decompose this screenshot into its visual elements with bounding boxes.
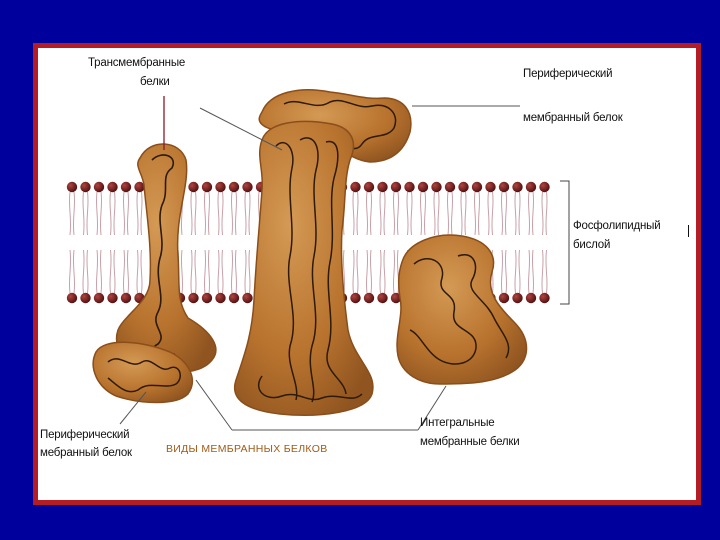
integral-protein — [397, 235, 527, 384]
lipid-tail-pair — [123, 192, 128, 293]
lipid-head — [215, 182, 225, 192]
lipid-tail-pair — [366, 192, 371, 293]
lipid-head — [80, 182, 90, 192]
label-peripheral-top-line1: Периферический — [523, 66, 612, 83]
lipid-tail-pair — [191, 192, 196, 293]
lipid-head — [350, 182, 360, 192]
lipid-head — [377, 293, 387, 303]
lipid-head — [499, 182, 509, 192]
lipid-tail-pair — [137, 192, 142, 293]
lipid-head — [458, 182, 468, 192]
label-peripheral-bottom-line1: Периферический — [40, 427, 129, 444]
lipid-head — [67, 293, 77, 303]
lipid-head — [526, 293, 536, 303]
lipid-head — [188, 182, 198, 192]
lipid-tail-pair — [515, 192, 520, 293]
lipid-head — [94, 182, 104, 192]
lipid-head — [364, 182, 374, 192]
lipid-head — [350, 293, 360, 303]
label-transmembrane-line2: белки — [140, 74, 170, 91]
lipid-tail-pair — [501, 192, 506, 293]
label-integral-line1: Интегральные — [420, 415, 494, 432]
text-cursor-mark — [688, 225, 689, 237]
lipid-head — [391, 182, 401, 192]
lipid-tail-pair — [353, 192, 358, 293]
lipid-head — [512, 293, 522, 303]
lipid-head — [485, 182, 495, 192]
lipid-head — [242, 182, 252, 192]
label-bilayer-line1: Фосфолипидный — [573, 218, 660, 235]
lipid-head — [188, 293, 198, 303]
label-bilayer-line2: бислой — [573, 237, 610, 254]
lipid-head — [229, 293, 239, 303]
large-transmembrane-protein — [235, 121, 373, 415]
leader-integral-left — [196, 380, 232, 430]
lipid-head — [229, 182, 239, 192]
lipid-head — [404, 182, 414, 192]
lipid-head — [539, 293, 549, 303]
lipid-head — [107, 293, 117, 303]
lipid-head — [202, 182, 212, 192]
lipid-head — [472, 182, 482, 192]
lipid-head — [202, 293, 212, 303]
lipid-tail-pair — [69, 192, 74, 293]
lipid-head — [499, 293, 509, 303]
lipid-tail-pair — [245, 192, 250, 293]
lipid-tail-pair — [110, 192, 115, 293]
lipid-head — [215, 293, 225, 303]
label-transmembrane-line1: Трансмембранные — [88, 55, 185, 72]
lipid-tail-pair — [231, 192, 236, 293]
lipid-head — [377, 182, 387, 192]
lipid-head — [80, 293, 90, 303]
lipid-head — [431, 182, 441, 192]
label-peripheral-top-line2: мембранный белок — [523, 110, 623, 127]
lipid-head — [526, 182, 536, 192]
lipid-tail-pair — [218, 192, 223, 293]
lipid-head — [242, 293, 252, 303]
lipid-head — [512, 182, 522, 192]
lipid-tail-pair — [393, 192, 398, 293]
lipid-tail-pair — [380, 192, 385, 293]
lipid-tail-pair — [83, 192, 88, 293]
lipid-tail-pair — [96, 192, 101, 293]
label-integral-line2: мембранные белки — [420, 434, 519, 451]
lipid-head — [107, 182, 117, 192]
lipid-tail-pair — [542, 192, 547, 293]
lipid-head — [445, 182, 455, 192]
lipid-head — [121, 293, 131, 303]
lipid-head — [539, 182, 549, 192]
lipid-head — [94, 293, 104, 303]
lipid-head — [121, 182, 131, 192]
lipid-head — [364, 293, 374, 303]
label-peripheral-bottom-line2: мебранный белок — [40, 445, 132, 462]
lipid-tail-pair — [528, 192, 533, 293]
lipid-head — [67, 182, 77, 192]
lipid-head — [418, 182, 428, 192]
lipid-tail-pair — [204, 192, 209, 293]
bilayer-bracket — [560, 181, 569, 304]
figure-title: ВИДЫ МЕМБРАННЫХ БЕЛКОВ — [166, 443, 328, 455]
